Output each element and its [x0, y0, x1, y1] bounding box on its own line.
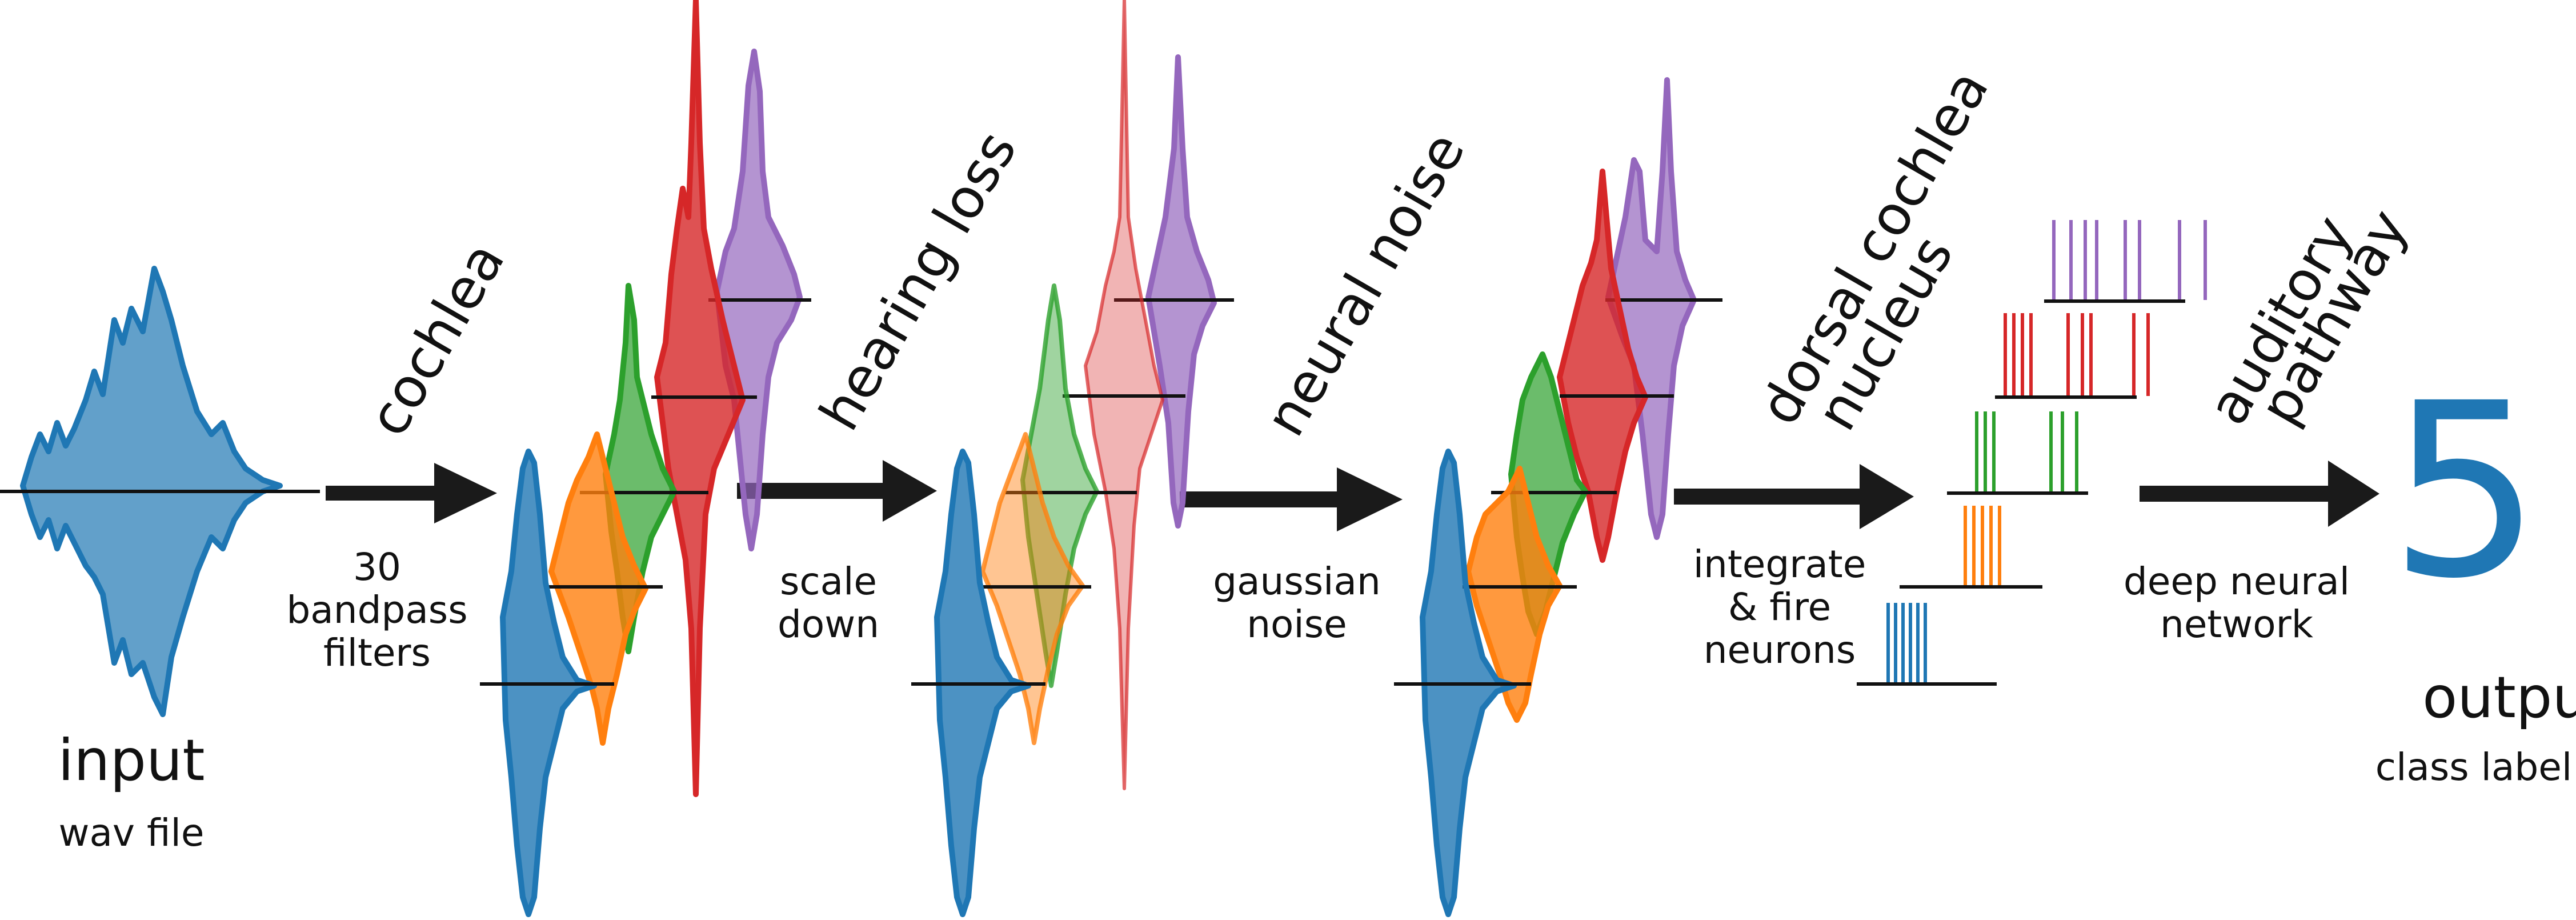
svg-text:network: network	[2160, 602, 2314, 646]
caption-scale-down: scale down	[778, 559, 879, 646]
svg-text:deep neural: deep neural	[2124, 559, 2350, 603]
stage-label-hearing-loss: hearing loss	[807, 121, 1029, 441]
input-title: input	[58, 727, 205, 794]
svg-text:& fire: & fire	[1728, 585, 1831, 629]
output-digit: 5	[2389, 352, 2541, 631]
input-subtitle: wav file	[59, 811, 205, 855]
stage-label-neural-noise: neural noise	[1253, 122, 1477, 446]
band-blue	[911, 449, 1045, 917]
caption-deep-neural-network: deep neural network	[2124, 559, 2350, 646]
spike-train-blue	[1857, 603, 1997, 686]
spike-train-purple	[2044, 220, 2207, 303]
output-title: output	[2422, 664, 2576, 731]
spike-train-green	[1947, 411, 2088, 495]
spike-train-orange	[1900, 506, 2042, 589]
band-purple	[1114, 54, 1234, 529]
svg-text:integrate: integrate	[1693, 542, 1866, 586]
band-orange	[548, 431, 663, 746]
arrow-icon	[326, 463, 497, 523]
svg-text:30: 30	[353, 545, 401, 589]
caption-integrate-fire: integrate & fire neurons	[1693, 542, 1866, 672]
caption-gaussian-noise: gaussian noise	[1213, 559, 1381, 646]
filterbank-icon	[1394, 77, 1722, 917]
band-blue	[480, 449, 614, 917]
arrow-icon	[737, 460, 937, 522]
output-subtitle: class label	[2375, 745, 2572, 789]
caption-bandpass: 30 bandpass filters	[286, 545, 467, 675]
band-red	[1557, 169, 1674, 563]
band-purple	[708, 49, 811, 551]
band-purple	[1605, 77, 1722, 540]
svg-text:scale: scale	[780, 559, 877, 603]
band-red	[651, 0, 757, 797]
arrows	[326, 460, 2379, 531]
svg-text:bandpass: bandpass	[286, 588, 467, 632]
svg-text:noise: noise	[1247, 602, 1347, 646]
band-red	[1063, 0, 1185, 790]
filterbank-icon	[911, 0, 1234, 917]
svg-text:filters: filters	[323, 631, 431, 675]
svg-text:down: down	[778, 602, 879, 646]
arrow-icon	[2140, 461, 2379, 527]
svg-text:gaussian: gaussian	[1213, 559, 1381, 603]
spike-train-icon	[1857, 220, 2207, 686]
filterbank-icon	[480, 0, 811, 917]
spike-train-red	[1995, 313, 2150, 399]
arrow-icon	[1674, 464, 1914, 529]
band-blue	[1394, 449, 1531, 917]
svg-text:neurons: neurons	[1704, 628, 1856, 672]
arrow-icon	[1180, 467, 1403, 531]
stage-label-cochlea: cochlea	[356, 231, 517, 446]
input-waveform	[0, 266, 320, 717]
